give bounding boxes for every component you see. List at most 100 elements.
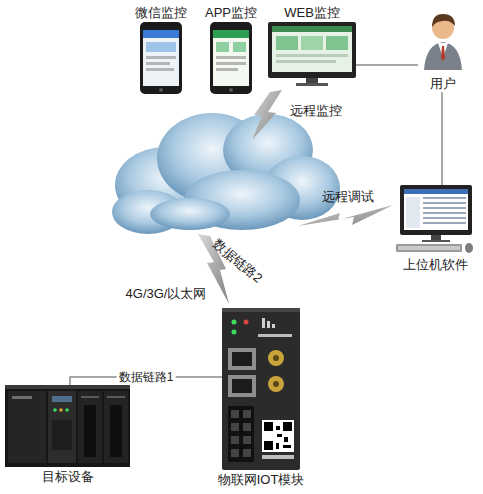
- target-device: [110, 405, 122, 457]
- phone-icon: [216, 42, 229, 52]
- computer-icon: 上位机软件: [395, 185, 475, 255]
- monitor-icon: [296, 83, 328, 86]
- iot-module: [283, 422, 292, 431]
- link-label: 远程调试: [322, 189, 374, 204]
- computer-icon: [423, 212, 466, 214]
- user-icon: [441, 46, 445, 61]
- target-device: [48, 391, 76, 463]
- monitor-icon: [272, 26, 352, 32]
- phone-icon: [140, 22, 182, 94]
- target-device: [52, 420, 72, 450]
- phone-icon: [216, 56, 246, 59]
- phone-icon: 微信监控: [140, 22, 182, 94]
- iot-module: [268, 350, 284, 366]
- user-icon: [424, 14, 462, 70]
- computer-icon: [406, 197, 420, 228]
- computer-icon: [423, 222, 466, 224]
- iot-module: [231, 436, 239, 444]
- target-device: [78, 391, 102, 463]
- iot-module: [243, 423, 251, 431]
- iot-module: [264, 441, 273, 450]
- target-device: [65, 408, 69, 412]
- target-device: [52, 396, 72, 402]
- iot-module: [232, 352, 252, 366]
- phone-icon: [146, 56, 176, 59]
- phone-icon: [143, 30, 179, 86]
- computer-icon: [396, 185, 473, 253]
- iot-module: [264, 422, 273, 431]
- computer-icon: [400, 185, 472, 235]
- iot-module: [272, 324, 275, 328]
- phone-icon: [216, 62, 246, 65]
- node-caption: WEB监控: [284, 5, 340, 21]
- phone-icon: [159, 88, 163, 92]
- node-caption: 物联网IOT模块: [218, 472, 305, 488]
- target-device: [5, 385, 130, 467]
- iot-module: [231, 410, 239, 418]
- iot-module: [222, 308, 300, 470]
- monitor-icon: [276, 60, 336, 63]
- phone-icon: [233, 42, 246, 52]
- target-device: [104, 391, 128, 463]
- phone-icon: [140, 22, 182, 94]
- computer-icon: [398, 246, 460, 250]
- target-device: [59, 408, 63, 412]
- monitor-icon: [268, 22, 356, 78]
- node-caption: APP监控: [205, 5, 257, 21]
- iot-module: [273, 355, 279, 361]
- caption-group: 微信监控: [135, 5, 187, 21]
- computer-icon: [404, 189, 468, 230]
- computer-icon: [465, 243, 473, 253]
- phone-icon: [143, 30, 179, 38]
- lightning-bolt: [198, 90, 393, 304]
- target-device: [81, 396, 99, 398]
- computer-icon: [423, 197, 466, 199]
- phone-icon: [213, 30, 249, 86]
- lightning-bolt: [298, 205, 393, 226]
- iot-module: [258, 334, 292, 337]
- iot-module: [262, 455, 294, 459]
- iot-module: [228, 406, 254, 462]
- iot-module: [231, 423, 239, 431]
- iot-module: [244, 320, 249, 325]
- iot-module: [262, 420, 294, 452]
- phone-icon: [210, 22, 252, 94]
- connector-label: 数据链路1: [117, 370, 176, 384]
- iot-module: [243, 436, 251, 444]
- node-caption: 目标设备: [42, 469, 94, 485]
- target-device: [5, 385, 130, 467]
- phone-icon: [146, 42, 176, 52]
- phone-icon: [146, 68, 174, 71]
- iot-module: [232, 379, 252, 393]
- phone-icon: [146, 62, 170, 65]
- iot-module: [268, 376, 284, 392]
- node-caption: 微信监控: [135, 5, 187, 21]
- iot-module: [283, 445, 291, 448]
- monitor-icon: WEB监控: [268, 22, 356, 86]
- iot-module: [228, 375, 256, 397]
- target-device: [8, 391, 46, 463]
- target-device: 目标设备: [5, 385, 130, 467]
- computer-icon: [404, 189, 468, 194]
- link-label: 远程监控: [290, 103, 342, 118]
- connector-line: [441, 92, 443, 185]
- iot-module: [222, 308, 300, 470]
- caption-group: 物联网IOT模块: [218, 472, 305, 488]
- target-device: [107, 396, 125, 398]
- iot-module: [243, 410, 251, 418]
- iot-module: [273, 381, 279, 387]
- iot-module: [231, 449, 239, 457]
- computer-icon: [423, 202, 466, 204]
- cloud: [150, 198, 230, 230]
- monitor-icon: [276, 36, 298, 50]
- phone-icon: APP监控: [210, 22, 252, 94]
- iot-module: [222, 308, 300, 312]
- lightning-bolt: [252, 90, 282, 140]
- computer-icon: [396, 244, 462, 252]
- user-icon: 用户: [418, 8, 468, 92]
- iot-module: [267, 321, 270, 328]
- user-icon: [424, 42, 462, 70]
